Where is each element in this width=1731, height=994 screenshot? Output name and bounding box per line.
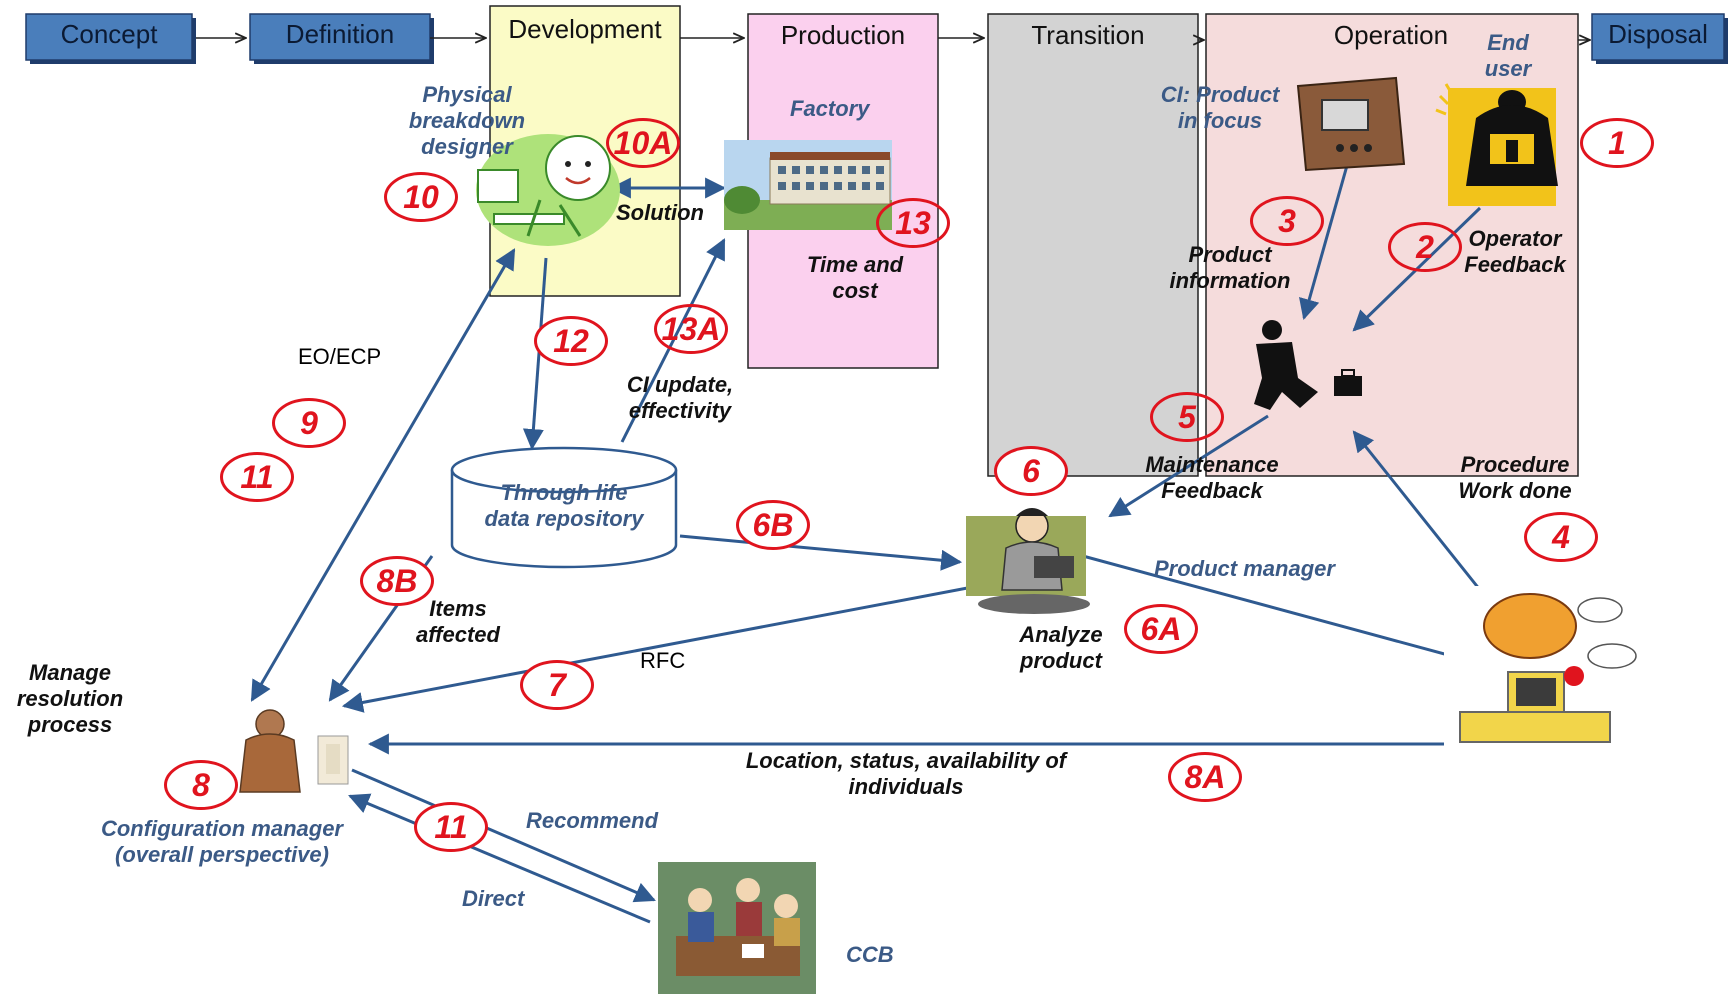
badge-8: 8 — [164, 760, 238, 810]
badge-8a: 8A — [1168, 752, 1242, 802]
recommend-label: Recommend — [526, 808, 659, 833]
concept-box — [25, 13, 196, 64]
arrow-direct — [348, 793, 651, 924]
arrow-4 — [1352, 430, 1498, 612]
badge-6: 6 — [994, 446, 1068, 496]
maintenance-worker-icon — [1254, 320, 1362, 410]
direct-label: Direct — [462, 886, 525, 911]
arrow-5 — [1108, 414, 1269, 518]
arrow-6b — [679, 534, 963, 571]
badge-2: 2 — [1388, 222, 1462, 272]
definition-box — [249, 13, 434, 64]
analyze-product-label: Analyze product — [1019, 622, 1103, 673]
maintenance-feedback-label: Maintenance Feedback — [1145, 452, 1279, 503]
procedure-work-done-label: Procedure Work done — [1458, 452, 1572, 503]
solution-label: Solution — [616, 200, 704, 225]
disposal-box — [1591, 13, 1728, 64]
factory-building-icon — [724, 140, 892, 230]
configuration-manager-label: Configuration manager (overall perspecti… — [100, 816, 343, 867]
phase-operation-label: Operation — [1333, 20, 1449, 50]
configuration-manager-icon — [239, 709, 349, 793]
badge-11-left: 11 — [220, 452, 294, 502]
badge-10: 10 — [384, 172, 458, 222]
badge-3: 3 — [1250, 196, 1324, 246]
cartoon-cat-at-computer-icon — [1444, 586, 1640, 762]
ci-update-label: CI update, effectivity — [626, 372, 734, 423]
product-analyst-icon — [966, 508, 1090, 614]
designer-at-computer-icon — [476, 134, 620, 246]
badge-13: 13 — [876, 198, 950, 248]
end-user-label: End user — [1484, 30, 1532, 81]
arrow-9-11 — [250, 248, 516, 702]
phase-concept-label: Concept — [60, 19, 158, 49]
arrow-7-rfc — [341, 584, 979, 713]
repository-label: Through life data repository — [484, 480, 644, 531]
badge-6a: 6A — [1124, 604, 1198, 654]
product-manager-label: Product manager — [1154, 556, 1335, 581]
phase-development-label: Development — [508, 14, 662, 44]
arrow-3 — [1299, 161, 1350, 321]
badge-4: 4 — [1524, 512, 1598, 562]
phase-disposal-label: Disposal — [1608, 19, 1708, 49]
phase-definition-label: Definition — [285, 19, 395, 49]
badge-10a: 10A — [606, 118, 680, 168]
manage-resolution-process-label: Manage resolution process — [16, 660, 124, 737]
physical-breakdown-designer-label: Physical breakdown designer — [408, 82, 526, 159]
badge-13a: 13A — [654, 304, 728, 354]
phase-flow-arrows — [196, 38, 1590, 40]
badge-6b: 6B — [736, 500, 810, 550]
badge-1: 1 — [1580, 118, 1654, 168]
arrow-recommend — [351, 768, 656, 903]
badge-5: 5 — [1150, 392, 1224, 442]
arrow-6a — [1043, 540, 1477, 668]
location-status-label: Location, status, availability of indivi… — [745, 748, 1067, 799]
badge-7: 7 — [520, 660, 594, 710]
product-information-label: Product information — [1169, 242, 1291, 293]
time-and-cost-label: Time and cost — [806, 252, 904, 303]
rfc-label: RFC — [640, 648, 686, 673]
phase-production-label: Production — [780, 20, 906, 50]
operator-feedback-label: Operator Feedback — [1464, 226, 1566, 277]
end-user-operator-icon — [1435, 83, 1558, 206]
radio-product-icon — [1296, 76, 1406, 172]
badge-9: 9 — [272, 398, 346, 448]
ccb-meeting-icon — [658, 862, 816, 994]
badge-8b: 8B — [360, 556, 434, 606]
flow-arrows — [250, 161, 1520, 924]
factory-label: Factory — [790, 96, 870, 121]
phase-transition-label: Transition — [1031, 20, 1145, 50]
eo-ecp-label: EO/ECP — [298, 344, 382, 369]
badge-11-bottom: 11 — [414, 802, 488, 852]
badge-12: 12 — [534, 316, 608, 366]
ccb-label: CCB — [846, 942, 894, 967]
ci-product-in-focus-label: CI: Product in focus — [1160, 82, 1280, 133]
items-affected-label: Items affected — [416, 596, 500, 647]
